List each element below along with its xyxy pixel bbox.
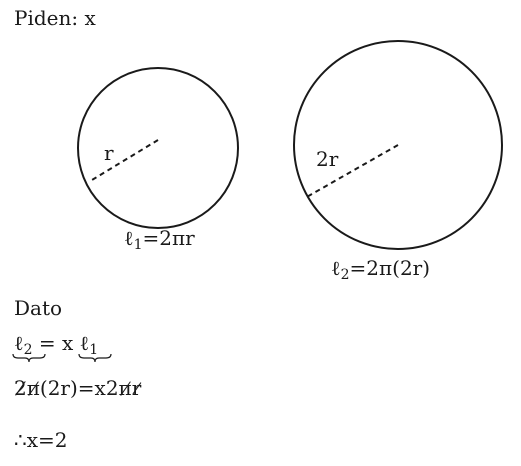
therefore-symbol: ∴ — [14, 428, 27, 452]
eq1-left-term: ℓ2 — [12, 331, 46, 363]
large-circle-caption: ℓ2=2π(2r) — [331, 256, 430, 283]
small-caption-sub: 1 — [133, 237, 143, 253]
eq2-part-3: (2r)=x2 — [39, 376, 119, 400]
small-caption-rest: =2πr — [142, 226, 195, 250]
eq1-left-l: ℓ — [14, 331, 24, 355]
small-radius-label: r — [104, 141, 114, 165]
eq2-part-2: π — [26, 376, 40, 400]
large-circle — [293, 40, 503, 250]
dato-label: Dato — [14, 296, 63, 320]
small-caption-lead: ℓ — [124, 226, 134, 250]
eq2-part-4: π — [118, 376, 132, 400]
eq2-part-1: 2 — [14, 376, 27, 400]
eq1-right-sub: 1 — [89, 342, 99, 358]
eq1-right-l: ℓ — [79, 331, 90, 355]
large-caption-rest: =2π(2r) — [349, 256, 431, 280]
eq2-part-5: r — [131, 376, 142, 400]
problem-title: Piden: x — [14, 6, 96, 30]
large-caption-lead: ℓ — [331, 256, 341, 280]
eq1-equals: = x — [32, 331, 80, 355]
equation-3: ∴x=2 — [14, 428, 68, 452]
underbrace-right — [78, 353, 112, 363]
eq1-left-sub: 2 — [23, 342, 33, 358]
eq1-right-term: ℓ1 — [78, 331, 112, 363]
equation-2: 2π(2r)=x2πr — [14, 376, 141, 400]
large-radius-label: 2r — [316, 147, 339, 171]
small-radius-line — [91, 139, 159, 181]
equation-1: ℓ2 = x ℓ1 — [12, 331, 112, 363]
small-circle-caption: ℓ1=2πr — [124, 226, 195, 253]
underbrace-left — [12, 353, 46, 363]
large-caption-sub: 2 — [340, 267, 350, 283]
small-circle — [77, 67, 239, 229]
eq3-result: x=2 — [26, 428, 68, 452]
